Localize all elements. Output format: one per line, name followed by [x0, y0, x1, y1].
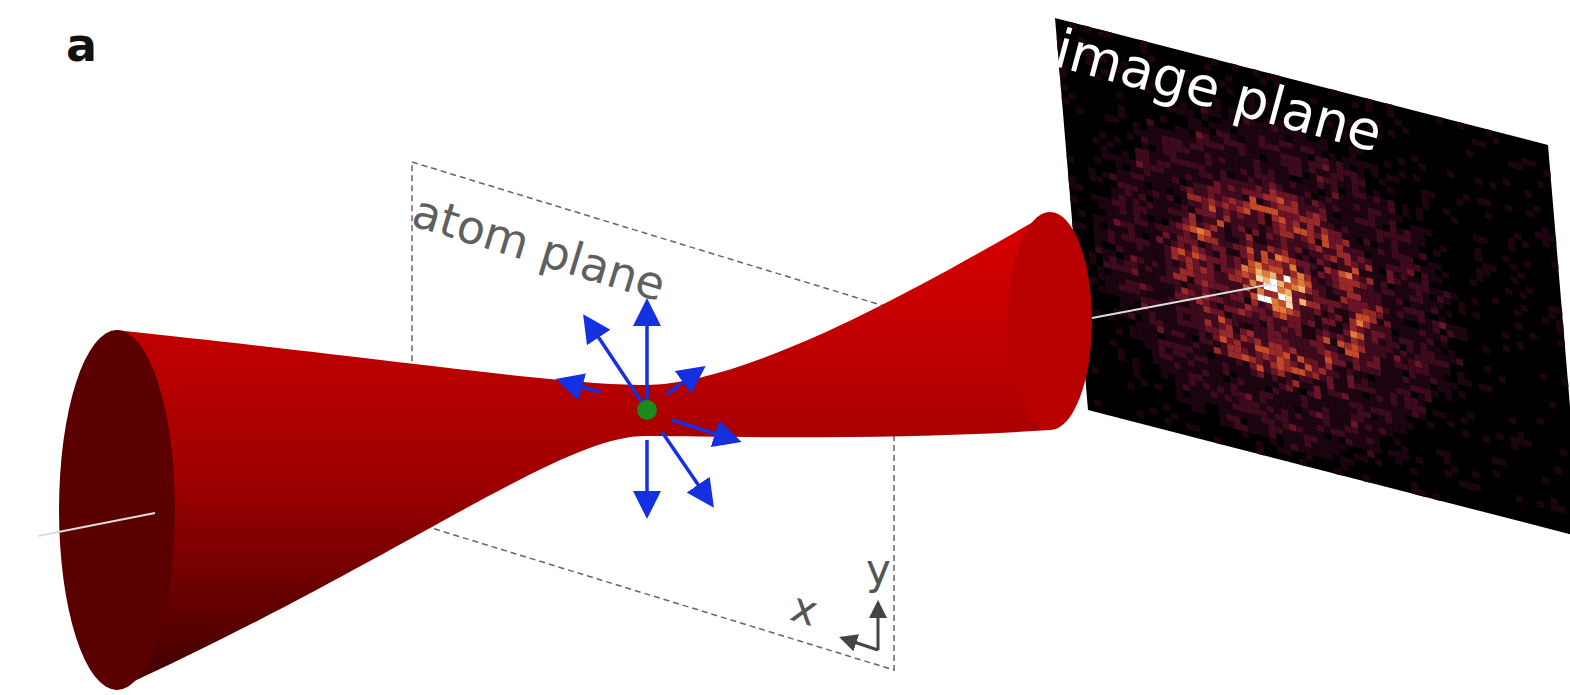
- plane-label: image plane: [1049, 17, 1389, 165]
- beam-end: [1008, 212, 1092, 430]
- optical-axis: [1092, 284, 1272, 318]
- axis-label: x: [786, 582, 824, 636]
- axes: [842, 603, 878, 650]
- atom-dot: [637, 400, 657, 420]
- axis-label: y: [866, 545, 891, 594]
- plane-label: atom plane: [406, 184, 672, 312]
- image-plane: image plane: [1055, 15, 1548, 525]
- beam-start: [59, 330, 175, 690]
- panel-letter: a: [66, 18, 97, 72]
- optical-axis: [38, 513, 155, 536]
- scattering-arrows: [562, 305, 735, 512]
